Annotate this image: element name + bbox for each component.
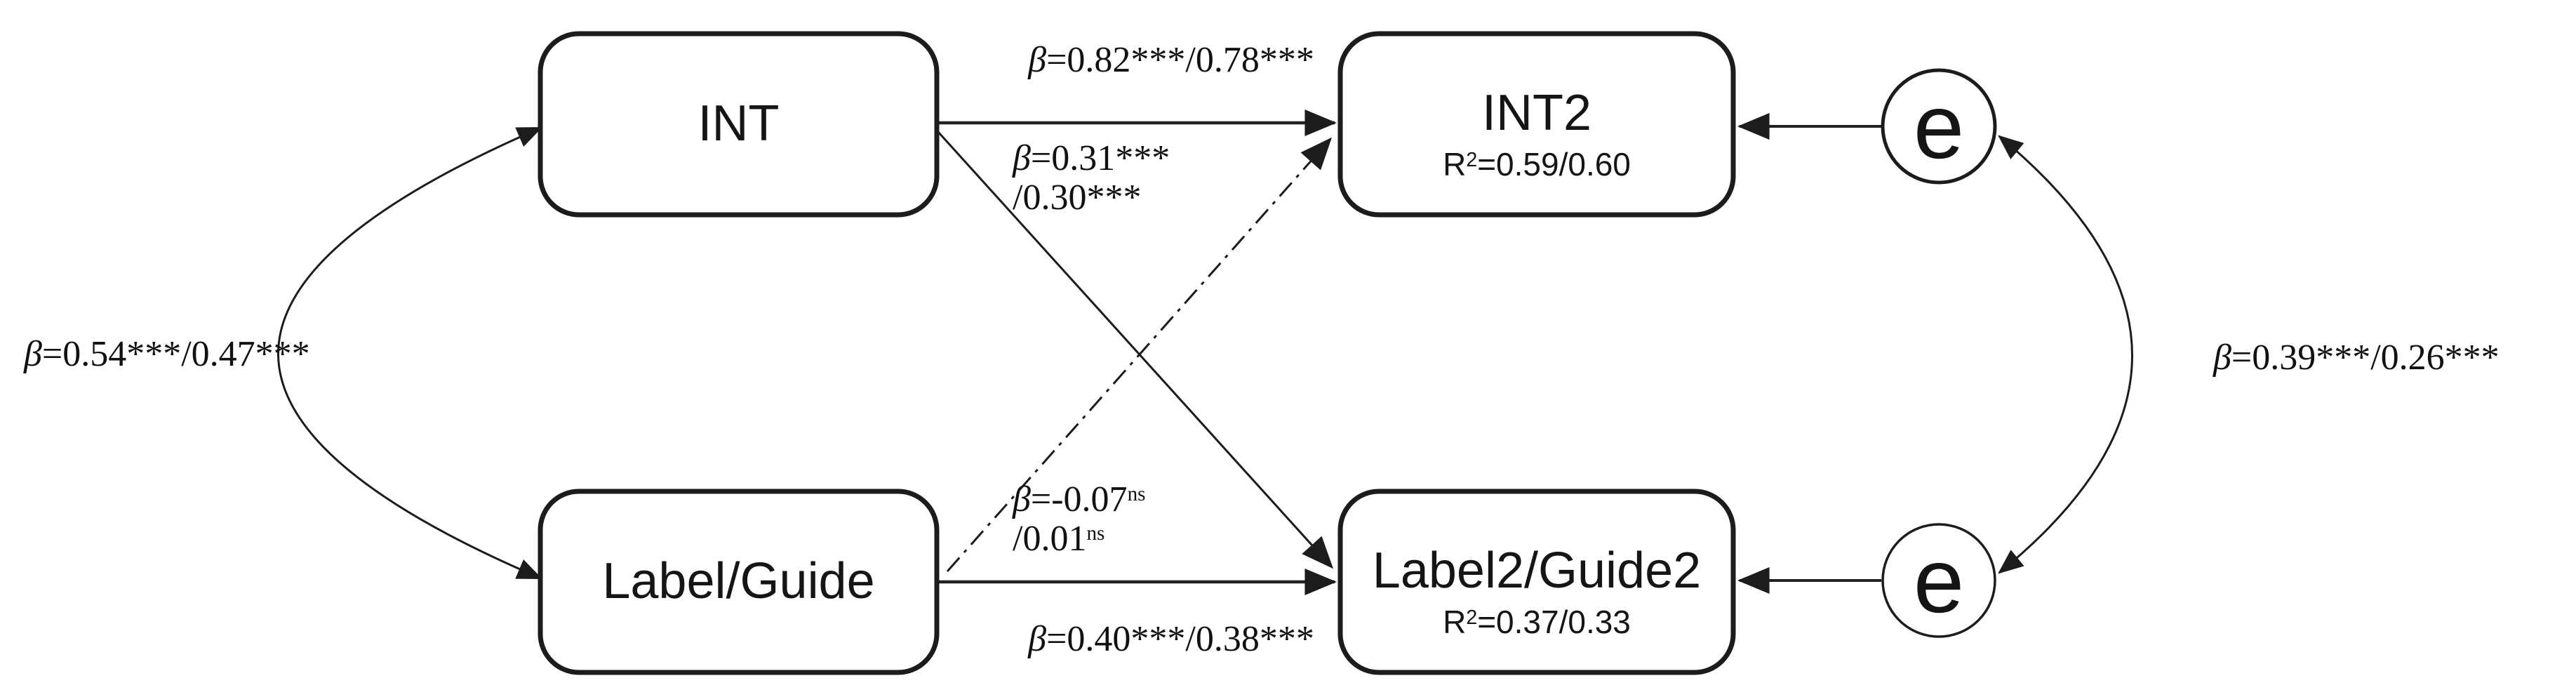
covariance-arrow-left xyxy=(277,126,543,580)
covariance-arrow-right xyxy=(1998,135,2133,574)
path-arrow-int-to-label2guide2 xyxy=(937,131,1334,569)
error-circle-top xyxy=(1881,68,1997,185)
node-box-label-guide xyxy=(538,489,940,675)
node-box-label2-guide2 xyxy=(1337,489,1736,675)
node-box-int xyxy=(538,31,940,218)
error-circle-bottom xyxy=(1881,523,1996,638)
node-box-int2 xyxy=(1337,31,1736,218)
path-arrow-labelguide-to-int2-dashed xyxy=(946,137,1333,572)
